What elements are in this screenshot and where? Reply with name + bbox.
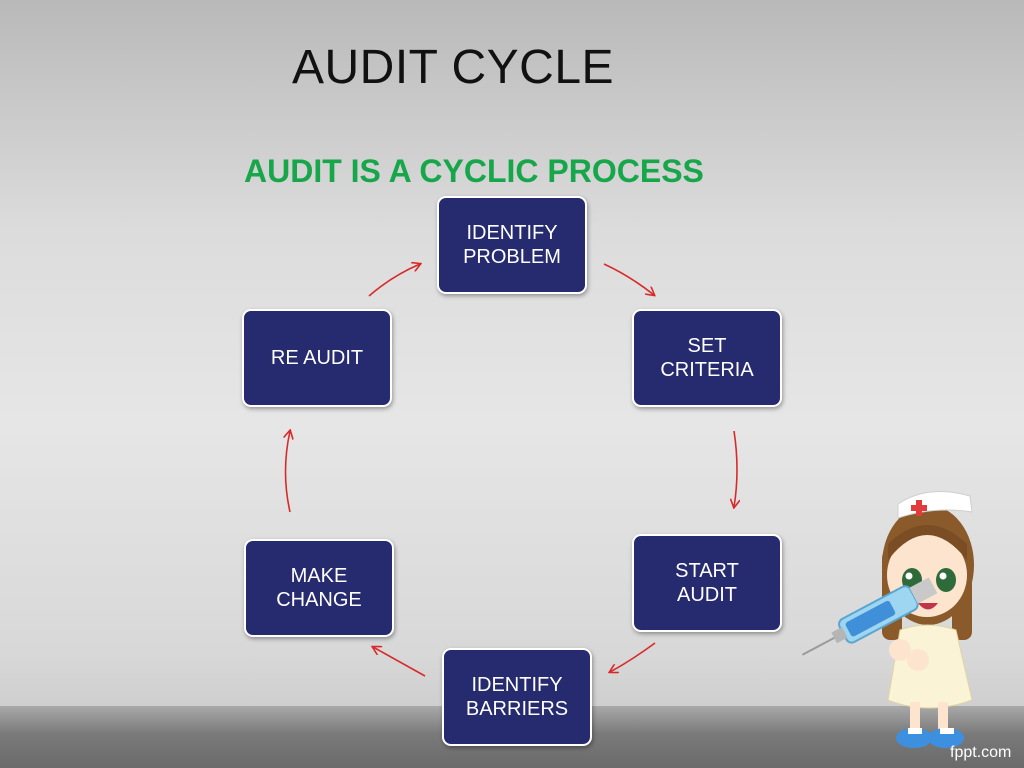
node-identify-problem: IDENTIFY PROBLEM [437,196,587,294]
nurse-with-syringe-illustration [801,491,974,748]
node-make-change: MAKE CHANGE [244,539,394,637]
node-re-audit: RE AUDIT [242,309,392,407]
arrow-start-to-barriers [610,642,656,672]
slide-subtitle: AUDIT IS A CYCLIC PROCESS [244,153,704,189]
arrow-change-to-reaudit [286,431,291,513]
watermark-text: fppt.com [950,744,1012,761]
arrow-barriers-to-change [373,647,426,677]
arrow-criteria-to-start [734,430,737,507]
node-start-audit: START AUDIT [632,534,782,632]
arrow-problem-to-criteria [603,263,654,295]
slide-title: AUDIT CYCLE [292,41,615,94]
arrow-reaudit-to-problem [368,264,420,297]
node-set-criteria: SET CRITERIA [632,309,782,407]
node-identify-barriers: IDENTIFY BARRIERS [442,648,592,746]
